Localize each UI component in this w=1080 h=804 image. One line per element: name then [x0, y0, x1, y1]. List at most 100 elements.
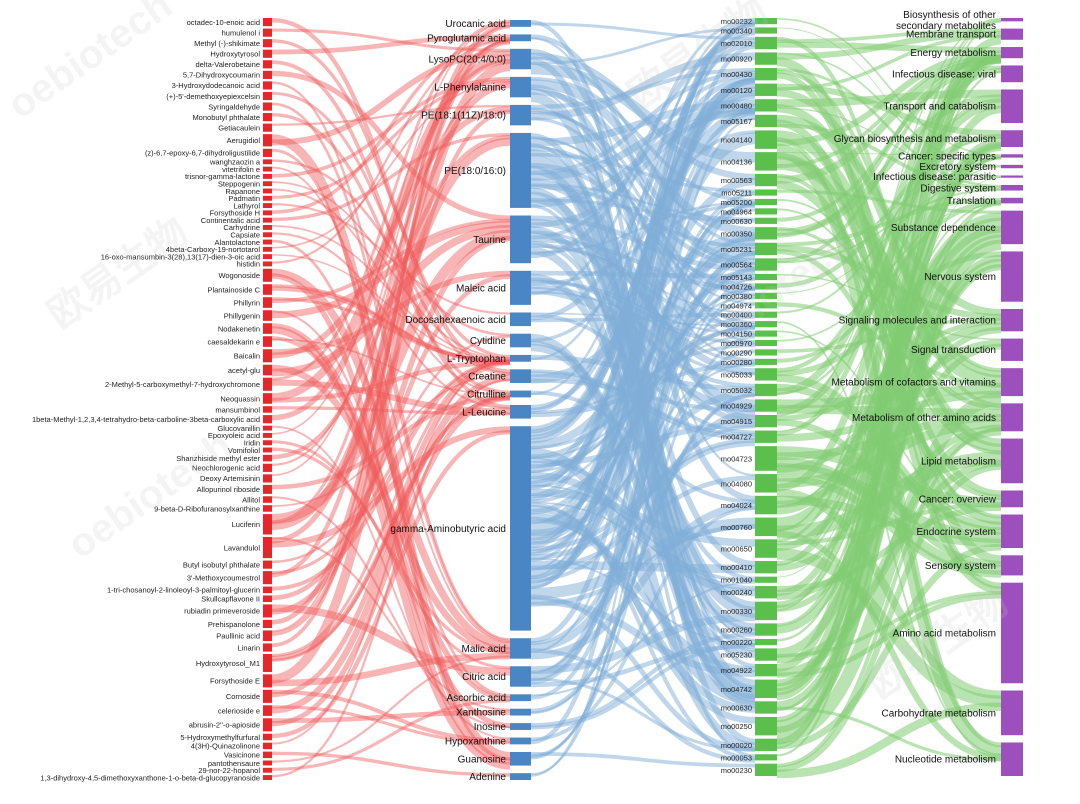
flow-link — [530, 23, 756, 577]
node-bar-col4 — [1001, 742, 1023, 776]
node-label-col3: mo00250 — [721, 722, 752, 731]
node-label-col1: Lathyrol — [233, 201, 260, 210]
node-bar-col2 — [510, 48, 531, 70]
node-bar-col1 — [263, 181, 272, 187]
node-bar-col4 — [1001, 164, 1023, 169]
flow-link — [271, 336, 511, 702]
node-bar-col3 — [755, 576, 777, 583]
flow-link — [271, 335, 511, 564]
flow-link — [271, 604, 511, 676]
flow-link — [271, 102, 511, 643]
node-label-col3: mo00020 — [721, 741, 752, 750]
flow-link — [271, 378, 511, 778]
node-bar-col1 — [263, 733, 272, 741]
node-label-col1: Paullinic acid — [216, 632, 260, 641]
node-label-col1: octadec-10-enoic acid — [187, 18, 260, 27]
node-label-col1: pantothensaure — [208, 759, 260, 768]
node-bar-col3 — [755, 446, 777, 471]
flow-link — [271, 39, 511, 359]
node-label-col3: mo00120 — [721, 86, 752, 95]
node-label-col3: mo00970 — [721, 339, 752, 348]
flow-link — [530, 751, 756, 768]
node-label-col2: Ascorbic acid — [447, 693, 506, 704]
node-label-col3: mo00220 — [721, 638, 752, 647]
node-label-col1: 9-beta-D-Ribofuranosylxanthine — [154, 504, 260, 513]
node-bar-col1 — [263, 643, 272, 652]
node-bar-col1 — [263, 630, 272, 642]
flow-link — [530, 17, 756, 296]
node-bar-col1 — [263, 393, 272, 404]
node-label-col3: mo00920 — [721, 55, 752, 64]
node-label-col1: Nodakenetin — [218, 324, 260, 333]
node-bar-col2 — [510, 104, 531, 126]
node-bar-col3 — [755, 227, 777, 240]
flow-link — [530, 524, 756, 607]
node-bar-col3 — [755, 648, 777, 661]
node-bar-col3 — [755, 99, 777, 112]
node-bar-col1 — [263, 284, 272, 295]
node-bar-col3 — [755, 430, 777, 443]
node-bar-col1 — [263, 505, 272, 512]
flow-link — [776, 70, 1002, 757]
node-label-col1: (z)-6,7-epoxy-6,7-dihydroligustilide — [145, 149, 260, 158]
flow-links — [271, 17, 1002, 779]
node-bar-col4 — [1001, 251, 1023, 302]
node-bar-col4 — [1001, 154, 1023, 158]
node-bar-col2 — [510, 76, 531, 98]
node-label-col4: Translation — [947, 196, 996, 207]
node-bar-col1 — [263, 595, 272, 603]
node-bar-col1 — [263, 297, 272, 308]
flow-link — [271, 148, 511, 761]
flow-link — [776, 702, 1002, 779]
node-label-col4: Endocrine system — [917, 527, 996, 538]
flow-nodes — [263, 18, 1023, 780]
flow-link — [271, 359, 511, 745]
flow-link — [776, 18, 1002, 156]
node-bar-col1 — [263, 224, 272, 230]
node-bar-col1 — [263, 134, 272, 147]
node-bar-col1 — [263, 254, 272, 260]
flow-link — [271, 40, 511, 524]
node-bar-col4 — [1001, 690, 1023, 736]
node-bar-col3 — [755, 68, 777, 81]
node-bar-col3 — [755, 52, 777, 65]
node-label-col1: 3'-Methoxycoumestrol — [187, 573, 260, 582]
node-label-col2: Urocanic acid — [445, 19, 506, 30]
flow-link — [271, 235, 511, 615]
node-bar-col1 — [263, 406, 272, 413]
node-label-col3: mo00260 — [721, 626, 752, 635]
node-label-col1: Skullcapflavone II — [201, 595, 260, 604]
flow-link — [271, 17, 511, 374]
node-label-col3: mo00053 — [721, 753, 752, 762]
node-bar-col1 — [263, 463, 272, 472]
node-bar-col3 — [755, 586, 777, 599]
node-bar-col3 — [755, 663, 777, 677]
flow-link — [271, 134, 511, 460]
node-bar-col4 — [1001, 197, 1023, 204]
node-label-col2: LysoPC(20:4/0:0) — [429, 55, 506, 66]
node-label-col3: mo02010 — [721, 39, 752, 48]
node-bar-col1 — [263, 474, 272, 483]
node-label-col4: Cancer: overview — [919, 494, 997, 505]
flow-link — [271, 38, 511, 633]
node-label-col2: PE(18:1(11Z)/18:0) — [421, 111, 506, 122]
node-label-col1: Prehispanolone — [208, 620, 260, 629]
node-label-col1: Hydroxytyrosol_M1 — [196, 659, 260, 668]
flow-link — [271, 710, 511, 724]
node-bar-col1 — [263, 91, 272, 101]
node-bar-col1 — [263, 70, 272, 79]
node-bar-col4 — [1001, 338, 1023, 361]
flow-link — [530, 409, 756, 652]
flow-link — [530, 193, 756, 653]
node-bar-col1 — [263, 166, 272, 172]
node-label-col3: mo05167 — [721, 117, 752, 126]
flow-link — [271, 751, 511, 777]
node-bar-col4 — [1001, 47, 1023, 59]
node-label-col1: Plantainoside C — [207, 285, 260, 294]
flow-link — [271, 232, 511, 410]
node-label-col2: Citric acid — [462, 672, 506, 683]
node-bar-col1 — [263, 310, 272, 321]
flow-link — [776, 30, 1002, 60]
node-bar-col3 — [755, 302, 777, 309]
node-bar-col3 — [755, 339, 777, 347]
